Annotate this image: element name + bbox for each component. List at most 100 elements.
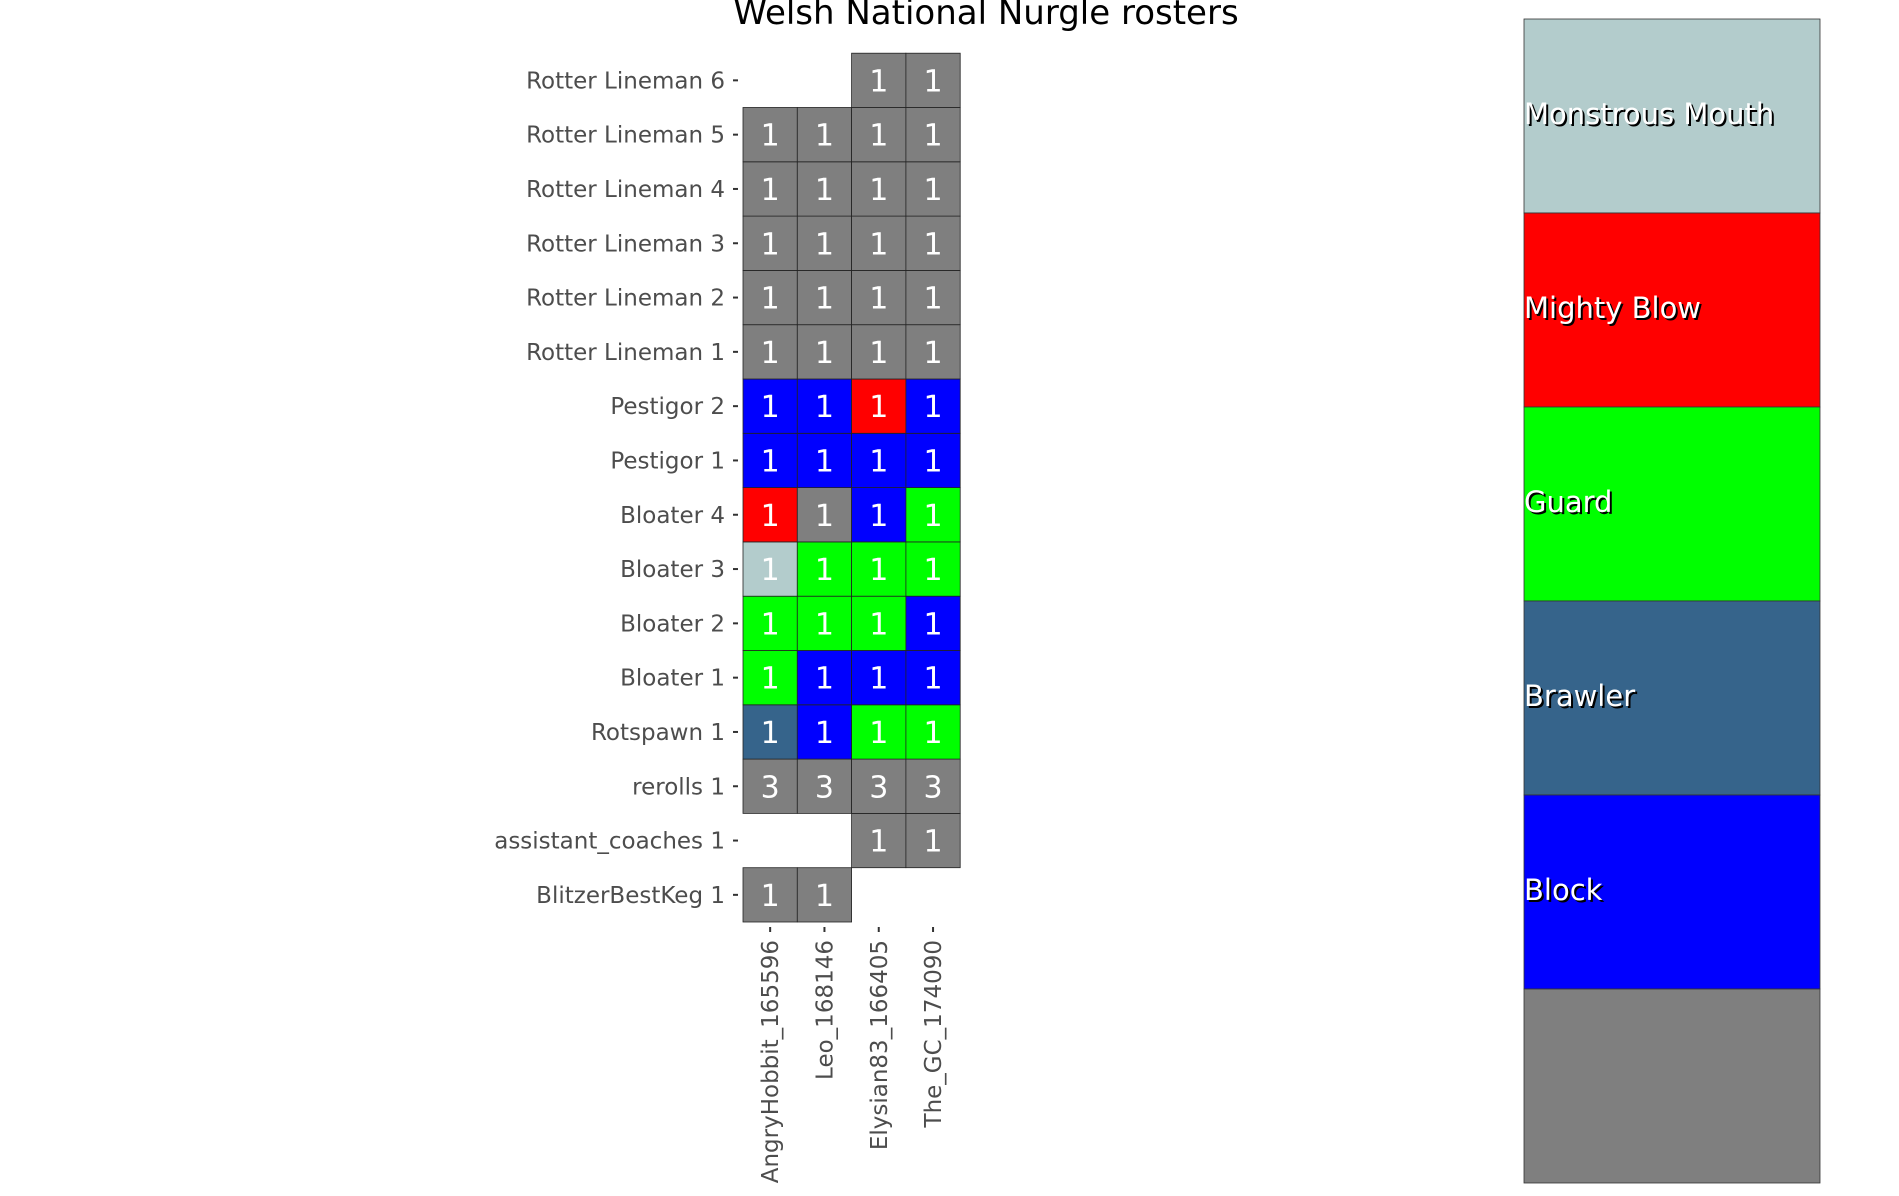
heatmap-cell: 1 (742, 161, 798, 217)
cell-value-label: 1 (924, 336, 943, 371)
x-tick-label: The_GC_174090 (921, 940, 947, 1128)
cell-value-label: 1 (869, 227, 888, 262)
cell-value-label: 1 (815, 444, 834, 479)
cell-value-label: 3 (869, 770, 888, 805)
cell-value-label: 1 (761, 662, 780, 697)
cell-value-label: 1 (869, 716, 888, 751)
y-tick-label: Rotter Lineman 6 (526, 68, 725, 94)
cell-leo-168146-blitzerbestkeg-1 (796, 867, 852, 923)
heatmap-cell: 1 (742, 650, 798, 706)
chart-title: Welsh National Nurgle rosters (733, 0, 1238, 33)
cell-the-gc-174090-rotspawn-1 (905, 704, 961, 760)
cell-elysian83-166405-rotter-lineman-2 (851, 269, 907, 326)
heatmap-cell: 1 (796, 867, 852, 923)
heatmap-cell: 1 (851, 107, 907, 163)
heatmap-cell: 1 (851, 215, 907, 271)
y-tick-label: Rotter Lineman 3 (526, 231, 725, 257)
cell-leo-168146-rotspawn-1 (796, 704, 852, 760)
heatmap-cell: 1 (851, 813, 907, 869)
cell-angryhobbit-165596-rotter-lineman-4 (742, 161, 798, 217)
cell-angryhobbit-165596-bloater-3 (742, 541, 798, 597)
heatmap-cell: 1 (851, 432, 907, 488)
cell-value-label: 1 (761, 716, 780, 751)
heatmap-cell: 1 (851, 704, 907, 760)
cell-the-gc-174090-rotter-lineman-2 (905, 269, 961, 326)
heatmap-cell: 1 (905, 432, 961, 488)
y-tick-label: assistant_coaches 1 (494, 829, 725, 855)
cell-value-label: 1 (815, 716, 834, 751)
cell-leo-168146-rotter-lineman-4 (796, 161, 852, 217)
cell-the-gc-174090-pestigor-1 (905, 432, 961, 488)
cell-value-label: 1 (869, 553, 888, 588)
cell-value-label: 1 (924, 173, 943, 208)
cell-elysian83-166405-rotter-lineman-4 (851, 161, 907, 217)
heatmap-cell: 1 (905, 215, 961, 271)
heatmap-cell: 3 (851, 758, 907, 814)
cell-value-label: 1 (924, 282, 943, 317)
cell-value-label: 1 (924, 444, 943, 479)
cell-the-gc-174090-rotter-lineman-5 (905, 107, 961, 163)
heatmap-cell: 1 (905, 813, 961, 869)
cell-value-label: 1 (815, 173, 834, 208)
heatmap-cell: 1 (796, 704, 852, 760)
cell-value-label: 1 (924, 119, 943, 154)
cell-value-label: 1 (924, 227, 943, 262)
cell-value-label: 1 (815, 119, 834, 154)
cell-value-label: 3 (924, 770, 943, 805)
heatmap-cell: 1 (796, 487, 852, 543)
heatmap-cell: 3 (742, 758, 798, 814)
x-tick-label: Leo_168146 (812, 940, 838, 1080)
legend-label-shadow: Monstrous Mouth (1526, 99, 1776, 133)
cell-value-label: 1 (815, 227, 834, 262)
y-tick-label: rerolls 1 (632, 774, 725, 800)
heatmap-cell: 1 (742, 867, 798, 923)
heatmap-cell: 1 (851, 595, 907, 651)
heatmap-cell: 1 (742, 704, 798, 760)
cell-elysian83-166405-assistant-coaches-1 (851, 813, 907, 869)
cell-elysian83-166405-rotter-lineman-6 (851, 52, 907, 108)
cell-value-label: 1 (761, 173, 780, 208)
cell-value-label: 1 (761, 390, 780, 425)
legend-label: Block (1524, 873, 1603, 907)
heatmap-cell: 1 (742, 215, 798, 271)
cell-value-label: 1 (761, 879, 780, 914)
cell-angryhobbit-165596-rotspawn-1 (742, 704, 798, 760)
cell-value-label: 1 (924, 64, 943, 99)
y-tick-label: Rotter Lineman 1 (526, 340, 725, 366)
cell-angryhobbit-165596-rotter-lineman-1 (742, 324, 798, 380)
cell-angryhobbit-165596-rotter-lineman-2 (742, 269, 798, 326)
heatmap-cell: 1 (851, 650, 907, 706)
cell-angryhobbit-165596-bloater-1 (742, 650, 798, 706)
cell-the-gc-174090-rotter-lineman-4 (905, 161, 961, 217)
y-tick-label: BlitzerBestKeg 1 (536, 883, 725, 909)
cell-value-label: 1 (869, 825, 888, 860)
heatmap-cell: 1 (905, 595, 961, 651)
heatmap-cell: 1 (905, 650, 961, 706)
cell-value-label: 1 (869, 390, 888, 425)
cell-the-gc-174090-bloater-1 (905, 650, 961, 706)
y-tick-label: Bloater 4 (620, 503, 725, 529)
cell-value-label: 3 (815, 770, 834, 805)
cell-elysian83-166405-rotter-lineman-1 (851, 324, 907, 380)
heatmap-cell: 1 (742, 269, 798, 326)
heatmap-cell: 1 (796, 107, 852, 163)
y-tick-label: Pestigor 1 (610, 448, 725, 474)
heatmap-cell: 1 (742, 541, 798, 597)
heatmap-cell: 1 (796, 432, 852, 488)
cell-value-label: 1 (761, 607, 780, 642)
heatmap-cell: 1 (851, 161, 907, 217)
cell-angryhobbit-165596-pestigor-2 (742, 378, 798, 434)
cell-value-label: 1 (761, 553, 780, 588)
heatmap-cell: 1 (742, 107, 798, 163)
legend-swatch (1523, 212, 1821, 408)
cell-elysian83-166405-bloater-2 (851, 595, 907, 651)
heatmap-cell: 1 (796, 215, 852, 271)
cell-value-label: 1 (761, 444, 780, 479)
legend-label: Monstrous Mouth (1524, 97, 1774, 131)
heatmap-cell: 1 (796, 650, 852, 706)
